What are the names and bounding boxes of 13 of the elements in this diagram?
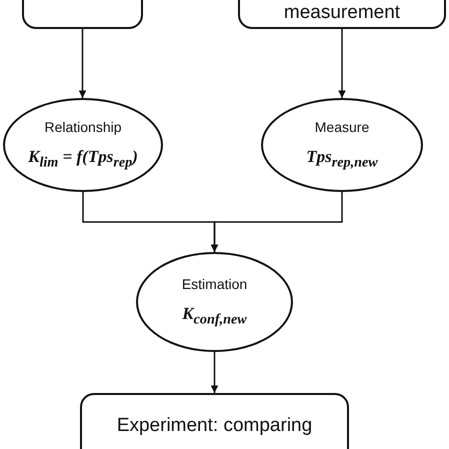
node-label: Measure bbox=[314, 118, 370, 135]
formula-text: K$_{lim}$ = f(Tps$_{rep}$) bbox=[28, 146, 138, 172]
arrow bbox=[210, 192, 343, 252]
node-label: Experiment: comparing bbox=[116, 415, 312, 437]
node-label: measurement bbox=[284, 2, 400, 24]
arrow bbox=[78, 29, 86, 98]
process-box bbox=[80, 393, 349, 449]
arrow bbox=[210, 352, 218, 393]
formula-text: Tps$_{rep,new}$ bbox=[306, 146, 378, 172]
node-label: Estimation bbox=[182, 276, 248, 292]
node-label: Relationship bbox=[44, 118, 122, 135]
formula-text: K$_{conf,new}$ bbox=[182, 304, 247, 328]
arrow bbox=[338, 29, 346, 98]
